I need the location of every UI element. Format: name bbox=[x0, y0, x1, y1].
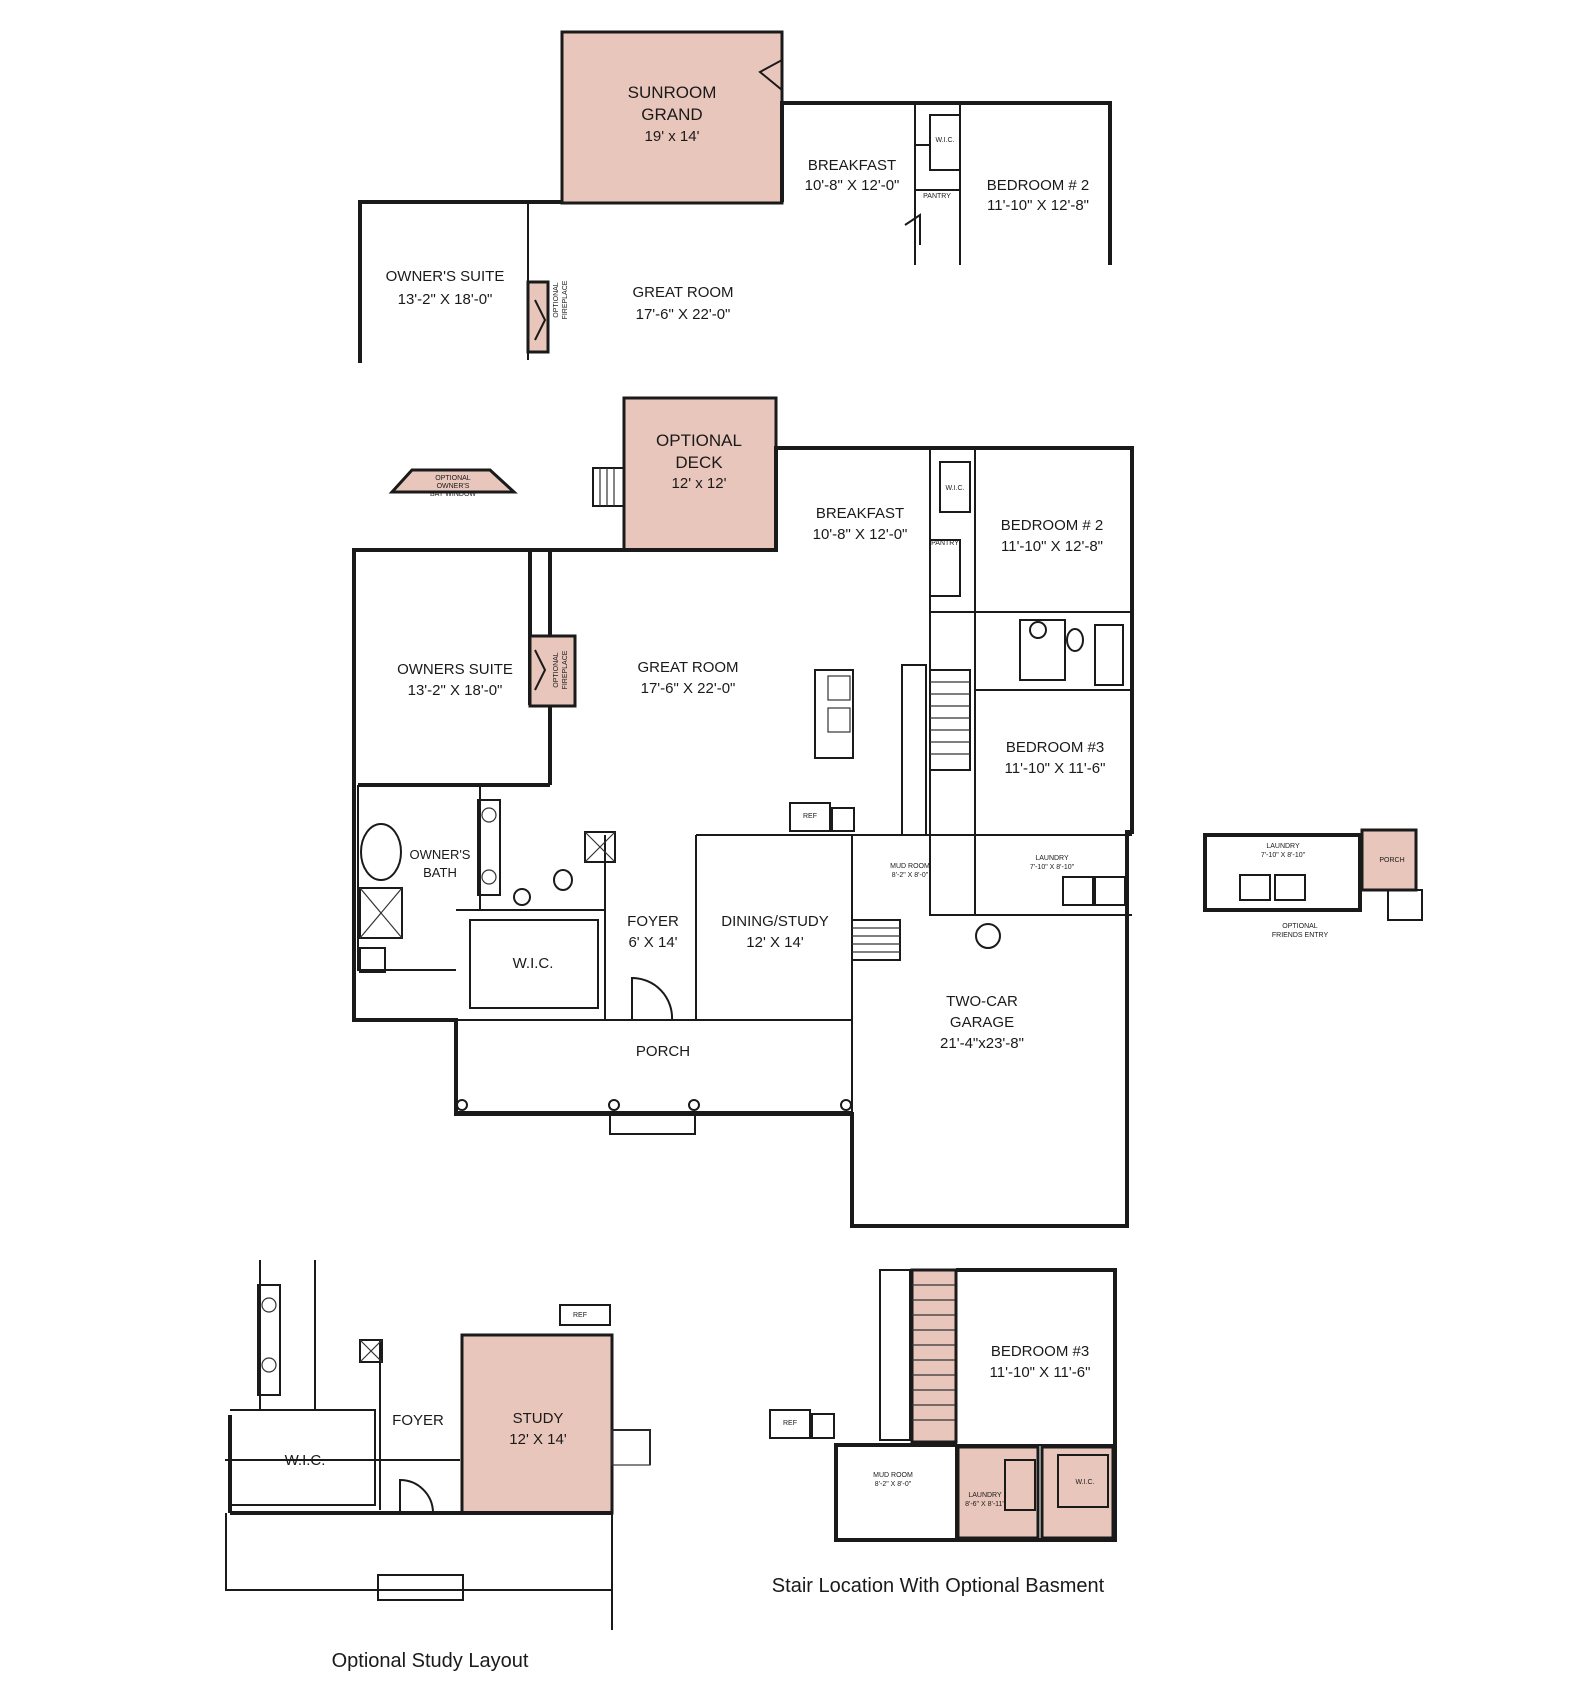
wic2-closet bbox=[469, 919, 599, 1009]
bedroom2-name-main: BEDROOM # 2 bbox=[1001, 517, 1104, 534]
breakfast-dim: 10'-8" X 12'-0" bbox=[805, 177, 900, 194]
main-plan: OPTIONAL OWNER'S BAY WINDOW bbox=[352, 396, 1134, 1228]
fireplace-main-line2: FIREPLACE bbox=[562, 650, 569, 689]
friends-entry-plan: LAUNDRY 7'-10" X 8'-10" PORCH OPTIONAL F… bbox=[1203, 828, 1423, 939]
fireplace-main bbox=[528, 634, 577, 708]
foyer-name-main: FOYER bbox=[627, 913, 679, 930]
study-layout-plan: W.I.C. FOYER STUDY 12' X 14' REF Optiona… bbox=[225, 1260, 651, 1672]
owners-bath-name2: BATH bbox=[423, 865, 457, 880]
basement-laundry-name: LAUNDRY bbox=[968, 1492, 1002, 1499]
basement-laundry bbox=[956, 1445, 1040, 1540]
pantry-closet bbox=[929, 539, 961, 597]
bedroom2-dim-main: 11'-10" X 12'-8" bbox=[1001, 538, 1103, 555]
wic-label-main: W.I.C. bbox=[945, 485, 964, 492]
study-foyer-label: FOYER bbox=[392, 1412, 444, 1429]
basement-laundry-dim: 8'-6" X 8'-11" bbox=[965, 1501, 1005, 1508]
fireplace-line1: OPTIONAL bbox=[553, 282, 560, 318]
sunroom-area bbox=[560, 30, 784, 205]
study-caption: Optional Study Layout bbox=[332, 1650, 529, 1672]
friends-caption-2: FRIENDS ENTRY bbox=[1272, 932, 1329, 939]
friends-porch-label: PORCH bbox=[1379, 857, 1404, 864]
foyer-dim-main: 6' X 14' bbox=[628, 934, 677, 951]
owners-suite-dim: 13'-2" X 18'-0" bbox=[398, 291, 493, 308]
garage-name: TWO-CAR bbox=[946, 993, 1018, 1010]
sunroom-name2: GRAND bbox=[641, 105, 702, 124]
great-room-dim-main: 17'-6" X 22'-0" bbox=[641, 680, 736, 697]
bedroom3-dim-main: 11'-10" X 11'-6" bbox=[1005, 760, 1106, 777]
owners-suite-name-main: OWNERS SUITE bbox=[397, 661, 513, 678]
basement-ref-label: REF bbox=[783, 1420, 797, 1427]
great-room-name: GREAT ROOM bbox=[632, 284, 733, 301]
optional-deck-area bbox=[622, 396, 778, 552]
bedroom2-name: BEDROOM # 2 bbox=[987, 177, 1090, 194]
mud-room-dim-main: 8'-2" X 8'-0" bbox=[892, 872, 929, 879]
basement-wic bbox=[1040, 1445, 1115, 1540]
breakfast-name: BREAKFAST bbox=[808, 157, 896, 174]
study-ref-label: REF bbox=[573, 1312, 587, 1319]
dining-name: DINING/STUDY bbox=[721, 913, 829, 930]
study-wic-label: W.I.C. bbox=[285, 1452, 326, 1469]
sunroom-dim: 19' x 14' bbox=[645, 128, 700, 145]
deck-dim: 12' x 12' bbox=[672, 475, 727, 492]
basement-wic-label: W.I.C. bbox=[1075, 1479, 1094, 1486]
garage-name2: GARAGE bbox=[950, 1014, 1014, 1031]
study-name: STUDY bbox=[513, 1410, 564, 1427]
basement-bedroom3-dim: 11'-10" X 11'-6" bbox=[990, 1364, 1091, 1381]
bay-line3: BAY WINDOW bbox=[430, 491, 476, 498]
wic-label: W.I.C. bbox=[935, 137, 954, 144]
bedroom2-dim: 11'-10" X 12'-8" bbox=[987, 197, 1089, 214]
friends-laundry-name: LAUNDRY bbox=[1266, 843, 1300, 850]
garage-dim: 21'-4"x23'-8" bbox=[940, 1035, 1024, 1052]
porch-label-main: PORCH bbox=[636, 1043, 690, 1060]
breakfast-dim-main: 10'-8" X 12'-0" bbox=[813, 526, 908, 543]
mud-room-name-main: MUD ROOM bbox=[890, 863, 930, 870]
study-dim: 12' X 14' bbox=[509, 1431, 567, 1448]
basement-layout-plan: BEDROOM #3 11'-10" X 11'-6" REF MUD ROOM… bbox=[769, 1268, 1117, 1597]
bedroom3-name-main: BEDROOM #3 bbox=[1006, 739, 1104, 756]
wic-closet-main bbox=[939, 461, 971, 513]
bay-line1: OPTIONAL bbox=[435, 475, 471, 482]
owners-suite-name: OWNER'S SUITE bbox=[386, 268, 505, 285]
laundry-dim-main: 7'-10" X 8'-10" bbox=[1030, 864, 1075, 871]
friends-caption-1: OPTIONAL bbox=[1282, 923, 1318, 930]
basement-caption: Stair Location With Optional Basment bbox=[772, 1575, 1105, 1597]
dining-dim: 12' X 14' bbox=[746, 934, 804, 951]
basement-stair bbox=[910, 1268, 958, 1444]
great-room-name-main: GREAT ROOM bbox=[637, 659, 738, 676]
owners-bath-name: OWNER'S bbox=[410, 847, 471, 862]
basement-bedroom3-name: BEDROOM #3 bbox=[991, 1343, 1089, 1360]
breakfast-name-main: BREAKFAST bbox=[816, 505, 904, 522]
sunroom-plan: SUNROOM GRAND 19' x 14' BREAKFAST 10'-8"… bbox=[358, 30, 1112, 363]
bay-line2: OWNER'S bbox=[437, 483, 470, 490]
sunroom-name: SUNROOM bbox=[628, 83, 717, 102]
laundry-name-main: LAUNDRY bbox=[1035, 855, 1069, 862]
fireplace-main-line1: OPTIONAL bbox=[553, 652, 560, 688]
front-porch bbox=[455, 1019, 853, 1113]
friends-laundry-dim: 7'-10" X 8'-10" bbox=[1261, 852, 1306, 859]
basement-mud-dim: 8'-2" X 8'-0" bbox=[875, 1481, 912, 1488]
study-area bbox=[460, 1333, 614, 1515]
interior-stair bbox=[929, 669, 971, 771]
basement-mud-name: MUD ROOM bbox=[873, 1472, 913, 1479]
great-room-dim: 17'-6" X 22'-0" bbox=[636, 306, 731, 323]
deck-name2: DECK bbox=[675, 453, 723, 472]
pantry-label: PANTRY bbox=[923, 193, 951, 200]
fireplace-line2: FIREPLACE bbox=[562, 280, 569, 319]
ref-label-main: REF bbox=[803, 813, 817, 820]
kitchen-island bbox=[814, 669, 854, 759]
deck-steps bbox=[592, 467, 625, 507]
deck-name: OPTIONAL bbox=[656, 431, 742, 450]
wic-closet bbox=[929, 114, 961, 171]
owners-suite-dim-main: 13'-2" X 18'-0" bbox=[408, 682, 503, 699]
pantry-label-main: PANTRY bbox=[931, 540, 959, 547]
wic2-label: W.I.C. bbox=[513, 955, 554, 972]
bay-window bbox=[388, 468, 518, 494]
fireplace-sunroom bbox=[526, 280, 550, 354]
